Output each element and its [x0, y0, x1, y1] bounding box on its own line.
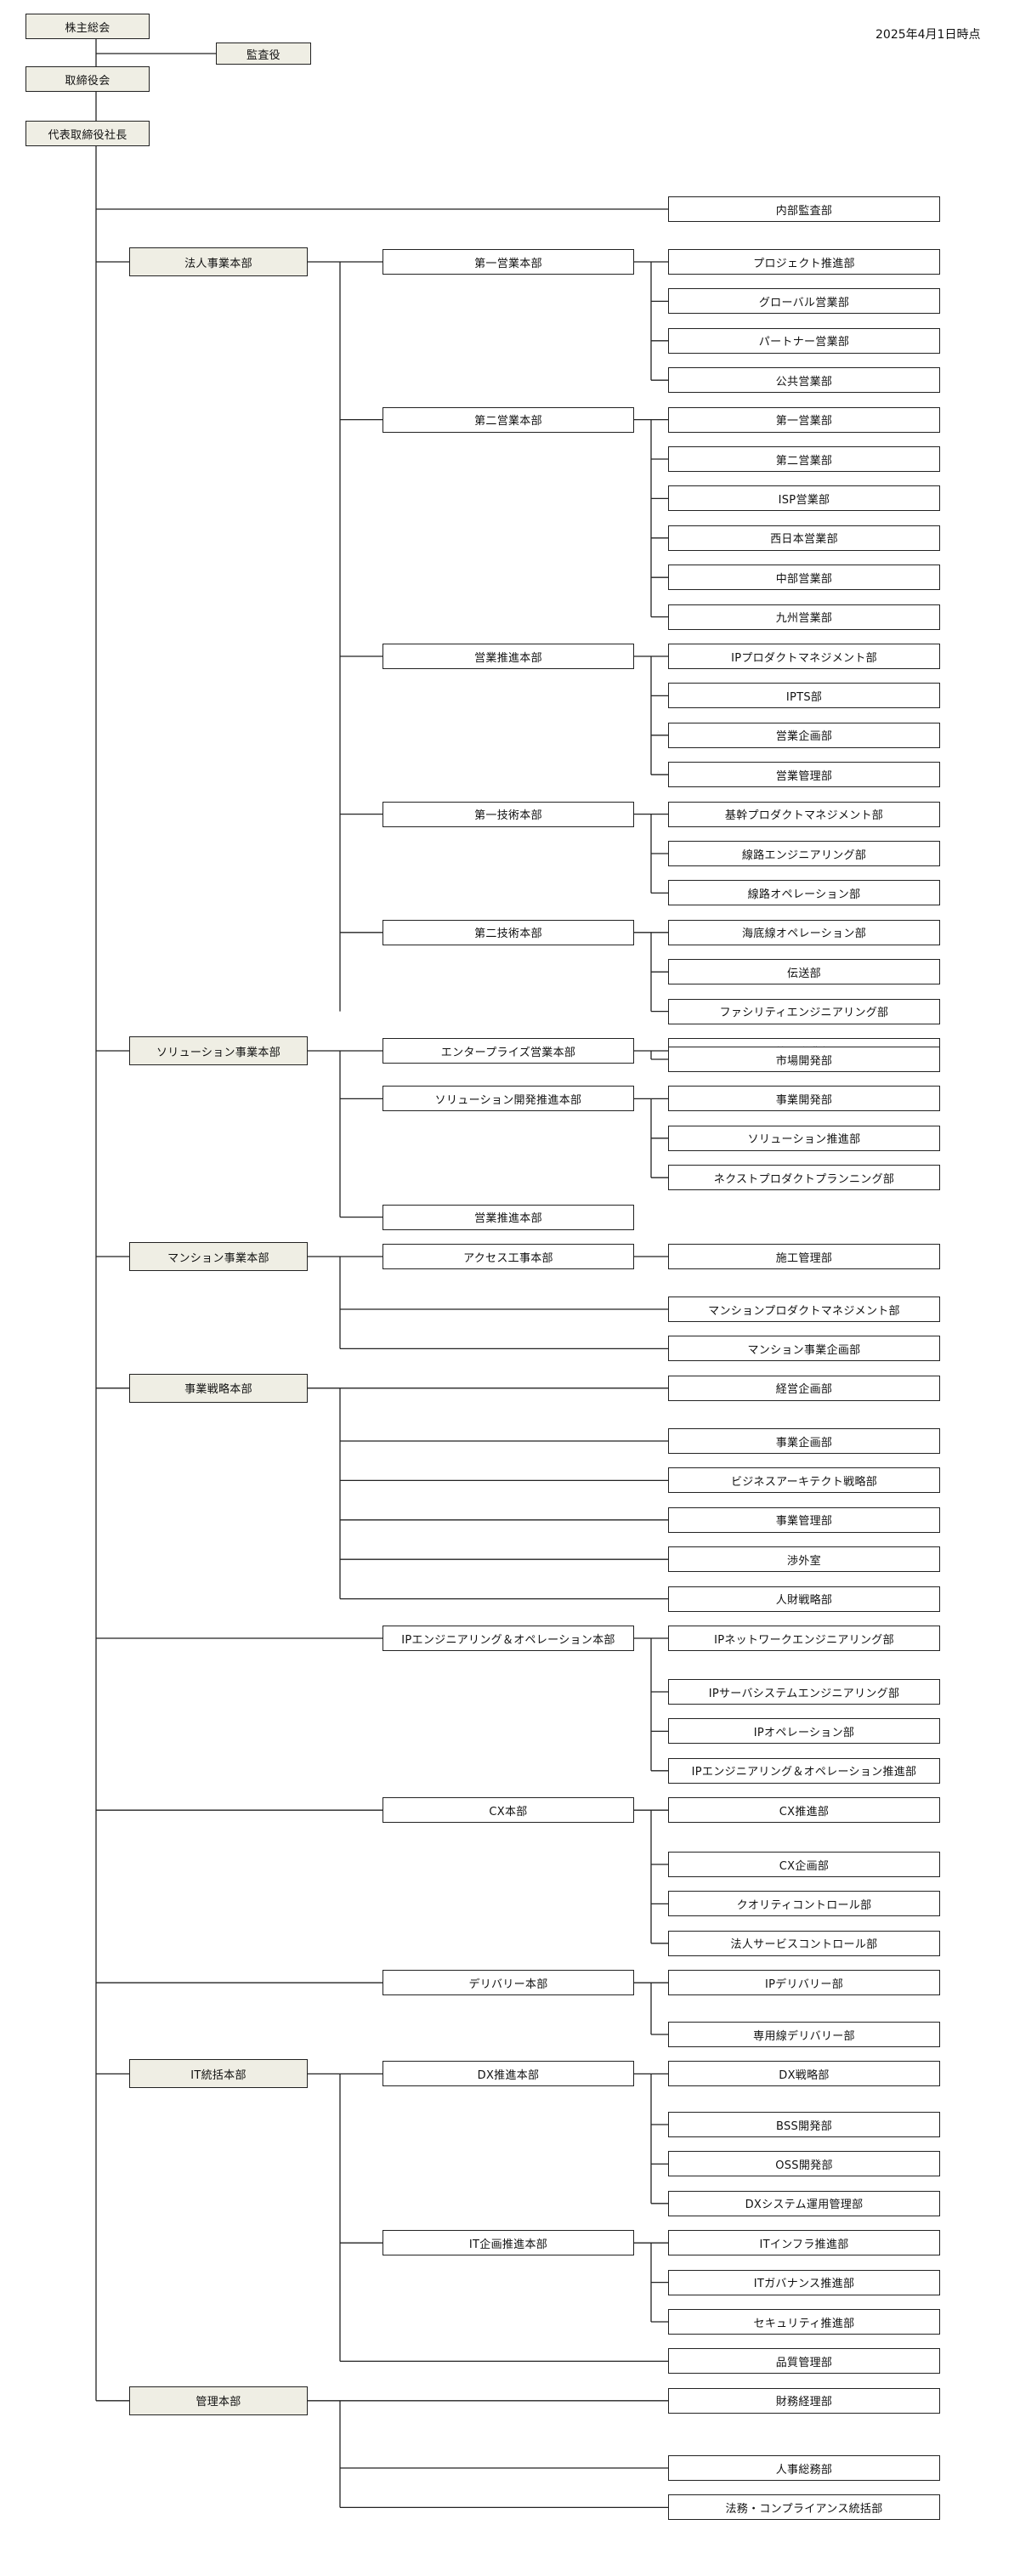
- dept-box: 渉外室: [668, 1546, 940, 1573]
- dept-box: 市場開発部: [668, 1047, 940, 1072]
- dept-box: 法人サービスコントロール部: [668, 1930, 940, 1956]
- division-box: CX本部: [382, 1797, 634, 1824]
- division-box: ソリューション開発推進本部: [382, 1086, 634, 1112]
- dept-box: IPTS部: [668, 683, 940, 709]
- board-of-directors-box: 取締役会: [26, 66, 150, 92]
- dept-box: ネクストプロダクトプランニング部: [668, 1165, 940, 1191]
- division-box: 第一技術本部: [382, 801, 634, 827]
- as-of-date: 2025年4月1日時点: [876, 28, 981, 42]
- dept-box: 九州営業部: [668, 604, 940, 630]
- dept-box: IPサーバシステムエンジニアリング部: [668, 1679, 940, 1705]
- dept-box: 専用線デリバリー部: [668, 2022, 940, 2047]
- dept-box: 財務経理部: [668, 2387, 940, 2414]
- dept-box: セキュリティ推進部: [668, 2309, 940, 2335]
- hq-box: IT統括本部: [129, 2059, 308, 2089]
- dept-box: 中部営業部: [668, 565, 940, 591]
- dept-box: 事業開発部: [668, 1086, 940, 1112]
- dept-box: マンションプロダクトマネジメント部: [668, 1297, 940, 1322]
- dept-box: マンション事業企画部: [668, 1336, 940, 1362]
- dept-box: 伝送部: [668, 959, 940, 985]
- hq-box: 法人事業本部: [129, 247, 308, 276]
- dept-box: ビジネスアーキテクト戦略部: [668, 1467, 940, 1494]
- dept-box-internal-audit: 内部監査部: [668, 196, 940, 222]
- dept-box: 基幹プロダクトマネジメント部: [668, 801, 940, 827]
- dept-box: CX企画部: [668, 1852, 940, 1877]
- dept-box: 経営企画部: [668, 1375, 940, 1401]
- division-box: 第一営業本部: [382, 249, 634, 275]
- division-box: 営業推進本部: [382, 644, 634, 669]
- hq-box: 事業戦略本部: [129, 1373, 308, 1403]
- division-box: IPエンジニアリング＆オペレーション本部: [382, 1626, 634, 1651]
- dept-box: IPエンジニアリング＆オペレーション推進部: [668, 1757, 940, 1784]
- auditor-box: 監査役: [216, 43, 311, 65]
- dept-box: IPプロダクトマネジメント部: [668, 644, 940, 669]
- dept-box: グローバル営業部: [668, 288, 940, 315]
- dept-box: 営業企画部: [668, 722, 940, 748]
- dept-box: クオリティコントロール部: [668, 1891, 940, 1917]
- division-box: DX推進本部: [382, 2061, 634, 2087]
- dept-box: 営業管理部: [668, 762, 940, 788]
- division-box: 第二技術本部: [382, 919, 634, 945]
- division-box: エンタープライズ営業本部: [382, 1038, 634, 1064]
- dept-box: 西日本営業部: [668, 525, 940, 551]
- division-box: 営業推進本部: [382, 1204, 634, 1230]
- dept-box: CX推進部: [668, 1797, 940, 1824]
- hq-box: マンション事業本部: [129, 1242, 308, 1271]
- dept-box: DXシステム運用管理部: [668, 2190, 940, 2216]
- dept-box: IPデリバリー部: [668, 1970, 940, 1996]
- dept-box: ISP営業部: [668, 485, 940, 512]
- dept-box: 法務・コンプライアンス統括部: [668, 2494, 940, 2521]
- dept-box: ファシリティエンジニアリング部: [668, 998, 940, 1024]
- president-box: 代表取締役社長: [26, 121, 150, 146]
- dept-box: ITインフラ推進部: [668, 2230, 940, 2256]
- hq-box: 管理本部: [129, 2386, 308, 2415]
- dept-box: OSS開発部: [668, 2151, 940, 2177]
- dept-box: 人事総務部: [668, 2455, 940, 2481]
- division-box: 第二営業本部: [382, 406, 634, 433]
- dept-box: パートナー営業部: [668, 327, 940, 354]
- dept-box: 人財戦略部: [668, 1586, 940, 1612]
- dept-box: ソリューション推進部: [668, 1125, 940, 1151]
- division-box: デリバリー本部: [382, 1970, 634, 1996]
- dept-box: IPオペレーション部: [668, 1718, 940, 1745]
- dept-box: 事業企画部: [668, 1428, 940, 1454]
- dept-box: 公共営業部: [668, 367, 940, 394]
- dept-box: 線路オペレーション部: [668, 880, 940, 906]
- hq-box: ソリューション事業本部: [129, 1036, 308, 1065]
- dept-box: IPネットワークエンジニアリング部: [668, 1626, 940, 1651]
- division-box: アクセス工事本部: [382, 1244, 634, 1269]
- shareholders-meeting-box: 株主総会: [26, 14, 150, 39]
- dept-box: 海底線オペレーション部: [668, 919, 940, 945]
- dept-box: 線路エンジニアリング部: [668, 841, 940, 866]
- dept-box: 第一営業部: [668, 406, 940, 433]
- dept-box: プロジェクト推進部: [668, 249, 940, 275]
- dept-box: 第二営業部: [668, 446, 940, 472]
- dept-box: 施工管理部: [668, 1244, 940, 1269]
- dept-box: DX戦略部: [668, 2061, 940, 2087]
- dept-box: ITガバナンス推進部: [668, 2269, 940, 2295]
- dept-box: 品質管理部: [668, 2348, 940, 2375]
- dept-box: BSS開発部: [668, 2112, 940, 2137]
- division-box: IT企画推進本部: [382, 2230, 634, 2256]
- dept-box: 事業管理部: [668, 1506, 940, 1533]
